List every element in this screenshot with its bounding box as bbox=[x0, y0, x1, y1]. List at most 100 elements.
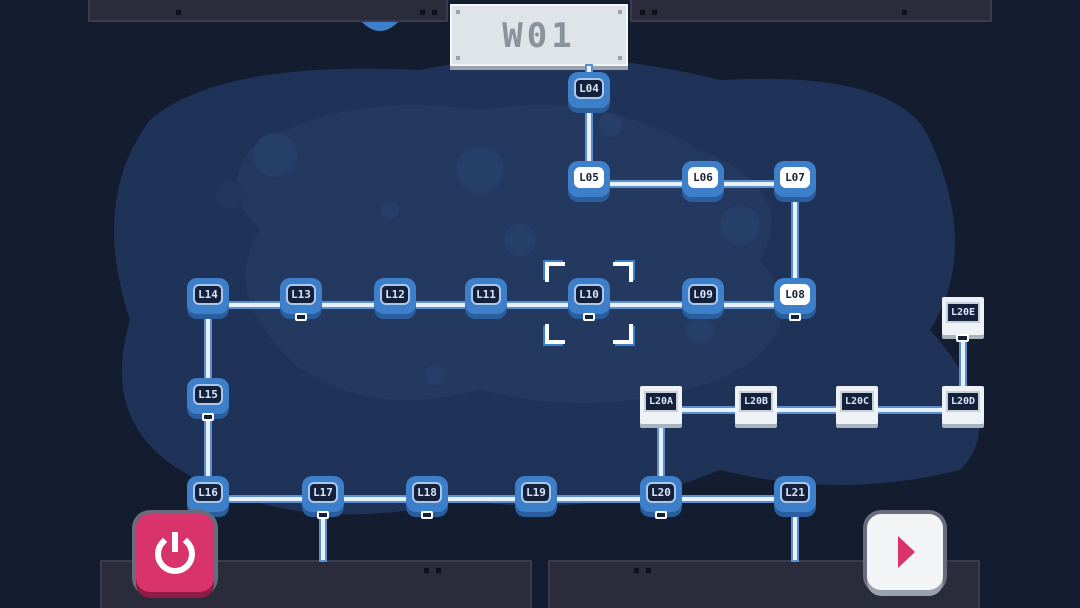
level-label: L10 bbox=[574, 284, 604, 305]
level-flag-icon bbox=[583, 313, 595, 321]
level-node-l08[interactable]: L08 bbox=[774, 278, 816, 321]
level-label: L18 bbox=[412, 482, 442, 503]
path-segment bbox=[793, 182, 797, 296]
panel-dot bbox=[432, 10, 437, 15]
level-label: L21 bbox=[780, 482, 810, 503]
path-segment bbox=[587, 66, 591, 180]
level-label: L19 bbox=[521, 482, 551, 503]
level-label: L20B bbox=[739, 391, 773, 412]
level-label: L17 bbox=[308, 482, 338, 503]
rivet bbox=[618, 56, 622, 60]
level-node-l19[interactable]: L19 bbox=[515, 476, 557, 512]
level-label: L15 bbox=[193, 384, 223, 405]
power-button[interactable] bbox=[136, 514, 214, 592]
level-label: L08 bbox=[780, 284, 810, 305]
crater bbox=[456, 146, 504, 194]
level-label: L06 bbox=[688, 167, 718, 188]
level-flag-icon bbox=[421, 511, 433, 519]
level-label: L16 bbox=[193, 482, 223, 503]
path-segment bbox=[661, 408, 963, 412]
level-node-l12[interactable]: L12 bbox=[374, 278, 416, 314]
crater bbox=[425, 365, 445, 385]
level-node-l09[interactable]: L09 bbox=[682, 278, 724, 314]
crater bbox=[686, 316, 714, 344]
level-node-l14[interactable]: L14 bbox=[187, 278, 229, 314]
panel-dot bbox=[176, 10, 181, 15]
level-node-l05[interactable]: L05 bbox=[568, 161, 610, 197]
panel-dot bbox=[902, 10, 907, 15]
level-label: L20 bbox=[646, 482, 676, 503]
bonus-level-node-l20c[interactable]: L20C bbox=[836, 386, 878, 424]
play-button[interactable] bbox=[867, 514, 943, 590]
rivet bbox=[618, 10, 622, 14]
cursor-corner bbox=[613, 324, 633, 344]
panel-dot bbox=[424, 568, 429, 573]
crater bbox=[504, 224, 536, 256]
cursor-corner bbox=[613, 262, 633, 282]
level-flag-icon bbox=[317, 511, 329, 519]
level-flag-icon bbox=[789, 313, 801, 321]
level-node-l17[interactable]: L17 bbox=[302, 476, 344, 519]
panel-dot bbox=[640, 10, 645, 15]
crater bbox=[216, 181, 244, 209]
level-label: L11 bbox=[471, 284, 501, 305]
level-flag-icon bbox=[202, 413, 214, 421]
crater bbox=[598, 113, 622, 137]
level-node-l18[interactable]: L18 bbox=[406, 476, 448, 519]
level-node-l11[interactable]: L11 bbox=[465, 278, 507, 314]
level-label: L12 bbox=[380, 284, 410, 305]
level-node-l06[interactable]: L06 bbox=[682, 161, 724, 197]
level-node-l20[interactable]: L20 bbox=[640, 476, 682, 519]
cursor-corner bbox=[545, 324, 565, 344]
level-label: L04 bbox=[574, 78, 604, 99]
level-node-l16[interactable]: L16 bbox=[187, 476, 229, 512]
path-segment bbox=[961, 322, 965, 410]
play-icon bbox=[898, 536, 915, 568]
level-node-l04[interactable]: L04 bbox=[568, 72, 610, 108]
level-node-l07[interactable]: L07 bbox=[774, 161, 816, 197]
level-node-l21[interactable]: L21 bbox=[774, 476, 816, 512]
bonus-level-node-l20a[interactable]: L20A bbox=[640, 386, 682, 424]
power-icon bbox=[155, 532, 195, 575]
rivet bbox=[456, 56, 460, 60]
bonus-level-node-l20d[interactable]: L20D bbox=[942, 386, 984, 424]
panel-dot bbox=[436, 568, 441, 573]
top-panel-left bbox=[88, 0, 448, 22]
level-label: L13 bbox=[286, 284, 316, 305]
level-flag-icon bbox=[655, 511, 667, 519]
level-label: L07 bbox=[780, 167, 810, 188]
level-label: L20C bbox=[840, 391, 874, 412]
path-segment bbox=[321, 499, 325, 560]
rivet bbox=[456, 10, 460, 14]
panel-dot bbox=[420, 10, 425, 15]
level-node-l13[interactable]: L13 bbox=[280, 278, 322, 321]
level-node-l10[interactable]: L10 bbox=[568, 278, 610, 321]
panel-dot bbox=[652, 10, 657, 15]
selection-cursor bbox=[545, 262, 633, 344]
crater bbox=[253, 133, 297, 177]
path-segment bbox=[208, 497, 795, 501]
bonus-level-node-l20b[interactable]: L20B bbox=[735, 386, 777, 424]
blue-bump bbox=[360, 20, 400, 31]
bonus-level-node-l20e[interactable]: L20E bbox=[942, 297, 984, 342]
level-label: L05 bbox=[574, 167, 604, 188]
world-title-plate: W01 bbox=[450, 4, 628, 66]
level-label: L20A bbox=[644, 391, 678, 412]
level-flag-icon bbox=[956, 334, 969, 342]
crater bbox=[381, 201, 399, 219]
path-segment bbox=[659, 410, 663, 498]
world-title: W01 bbox=[502, 16, 576, 56]
panel-dot bbox=[634, 568, 639, 573]
level-label: L14 bbox=[193, 284, 223, 305]
level-label: L20E bbox=[946, 302, 980, 323]
level-node-l15[interactable]: L15 bbox=[187, 378, 229, 421]
level-label: L20D bbox=[946, 391, 980, 412]
island-inner bbox=[237, 105, 783, 403]
level-label: L09 bbox=[688, 284, 718, 305]
crater bbox=[720, 205, 760, 245]
level-flag-icon bbox=[295, 313, 307, 321]
cursor-corner bbox=[545, 262, 565, 282]
path-segment bbox=[793, 499, 797, 560]
